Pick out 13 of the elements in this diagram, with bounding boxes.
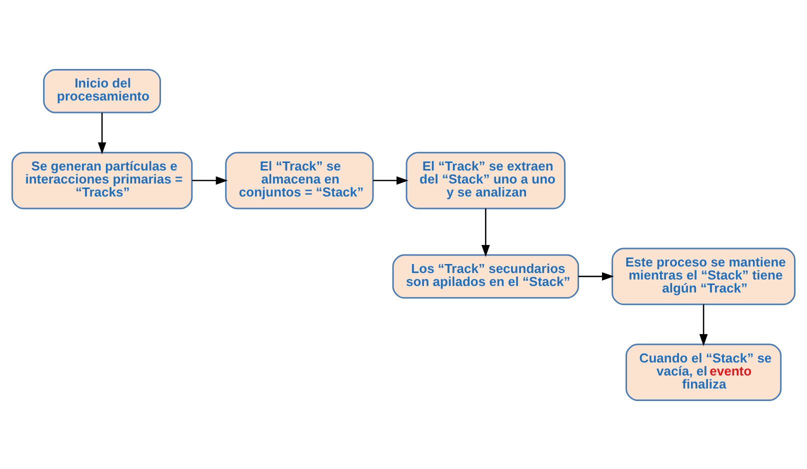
arrow [699, 304, 708, 346]
node-box: Se generan partículas e interacciones primarias = “Tracks” [11, 151, 193, 209]
node-box: El “Track” se almacena en conjuntos = “Stack” [225, 151, 374, 209]
arrow [192, 176, 228, 184]
node-box: Cuando el “Stack” se vacía, el evento finaliza [626, 343, 782, 401]
arrow [373, 176, 408, 184]
node-box: El “Track” se extraen del “Stack” uno a uno y se analizan [406, 151, 566, 209]
arrow [578, 272, 614, 280]
arrow [482, 208, 490, 256]
node-box: Los “Track” secundarios son apilados en el “Stack” [392, 254, 580, 298]
node-box: Inicio del procesamiento [43, 68, 161, 113]
node-box: Este proceso se mantiene mientras el “Stack” tiene algún “Track” [612, 247, 796, 305]
arrow [98, 112, 106, 154]
